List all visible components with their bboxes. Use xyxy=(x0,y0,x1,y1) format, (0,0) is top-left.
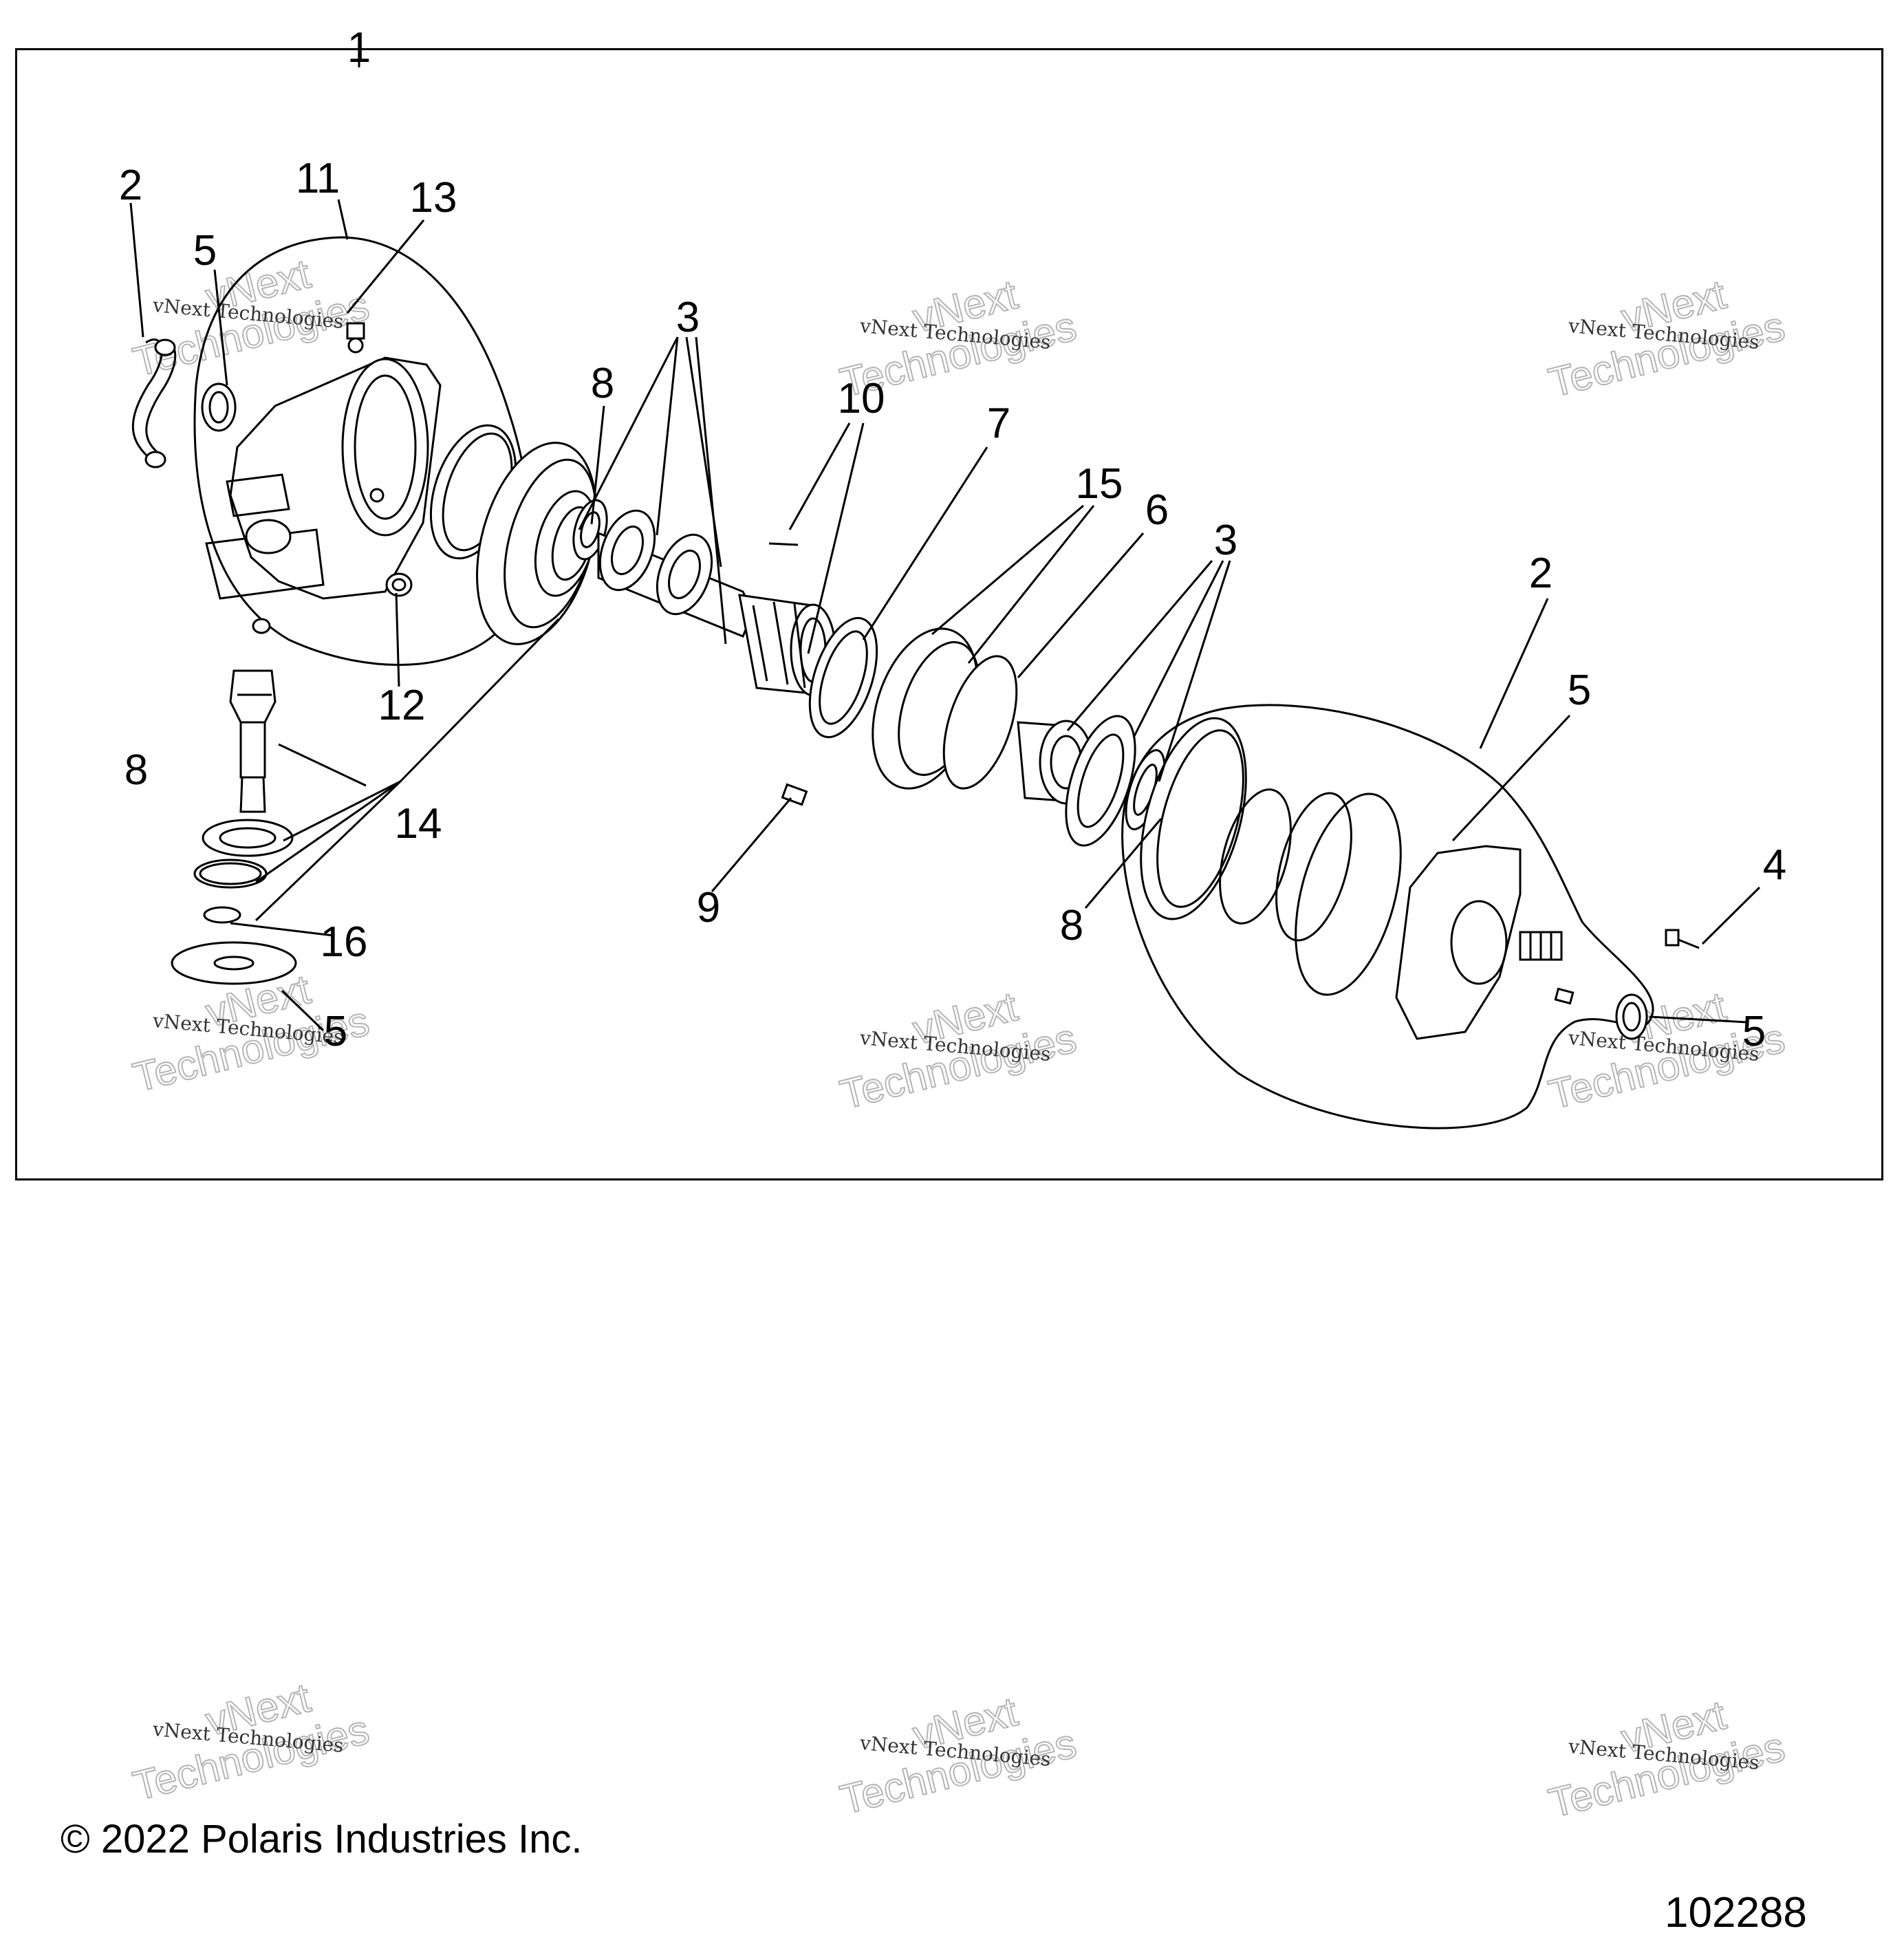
leader-line xyxy=(590,405,605,525)
leader-line xyxy=(931,504,1084,636)
leader-line xyxy=(862,446,988,640)
assembly-group-outline-right xyxy=(1121,704,1654,1130)
leader-line xyxy=(283,780,401,842)
leader-line xyxy=(281,989,325,1032)
output-shaft-part xyxy=(597,509,755,638)
shim-ring-part xyxy=(193,859,268,889)
leader-line xyxy=(656,336,679,536)
leader-line xyxy=(1158,560,1231,782)
pinion-shaft-part xyxy=(229,618,277,813)
callout-15: 15 xyxy=(1076,460,1123,508)
drain-plug-part xyxy=(385,572,413,597)
leader-line xyxy=(337,199,349,240)
screw-part xyxy=(1665,929,1700,949)
leader-lines xyxy=(129,48,1761,1032)
diagram-frame xyxy=(15,48,1883,1180)
document-number: 102288 xyxy=(1665,1889,1807,1936)
leader-line xyxy=(255,780,402,922)
leader-line xyxy=(1701,886,1761,945)
callout-5: 5 xyxy=(1568,667,1591,714)
leader-line xyxy=(1017,532,1145,678)
callout-16: 16 xyxy=(321,918,368,966)
leader-line xyxy=(129,202,144,338)
callout-8: 8 xyxy=(591,360,614,407)
seal-right-part xyxy=(1615,993,1648,1040)
clutch-hub-part xyxy=(1017,715,1166,847)
gearcase-cover-part xyxy=(1395,845,1575,1040)
copyright-text: © 2022 Polaris Industries Inc. xyxy=(61,1817,583,1862)
leader-line xyxy=(1479,598,1549,749)
callout-2: 2 xyxy=(119,162,142,209)
assembly-group-outline-left xyxy=(193,236,531,666)
leader-line xyxy=(788,422,851,530)
leader-line xyxy=(1451,714,1571,842)
callout-2: 2 xyxy=(1529,550,1553,597)
leader-line xyxy=(399,618,560,783)
leader-line xyxy=(1649,1015,1748,1024)
leader-line xyxy=(1132,560,1224,738)
callout-14: 14 xyxy=(395,800,442,848)
callout-3: 3 xyxy=(1214,517,1237,564)
callout-13: 13 xyxy=(410,174,457,222)
leader-line xyxy=(255,780,401,883)
armature-plate-part xyxy=(872,627,1018,790)
callout-10: 10 xyxy=(838,375,885,422)
breather-fitting-part xyxy=(346,322,365,354)
leader-line xyxy=(213,269,228,386)
friction-plate-part xyxy=(808,616,878,739)
leader-line xyxy=(278,743,367,787)
leader-line xyxy=(1066,560,1213,731)
leader-line xyxy=(395,592,400,687)
callout-9: 9 xyxy=(697,884,720,931)
cover-seal-rings-part xyxy=(1140,717,1402,996)
callout-1: 1 xyxy=(347,24,371,72)
snap-ring-part xyxy=(203,906,241,924)
leader-line xyxy=(1084,818,1162,909)
callout-11: 11 xyxy=(296,155,340,202)
callout-12: 12 xyxy=(378,682,426,729)
leader-line xyxy=(711,797,792,892)
seal-upper-left-part xyxy=(201,382,237,432)
leader-line xyxy=(346,219,425,314)
callout-6: 6 xyxy=(1145,486,1169,534)
seal-lower-part xyxy=(171,941,297,985)
callout-3: 3 xyxy=(676,294,700,341)
callout-5: 5 xyxy=(193,227,217,274)
leader-line xyxy=(695,336,727,645)
vent-hose-part xyxy=(131,338,177,468)
callout-8: 8 xyxy=(125,746,148,794)
callout-8: 8 xyxy=(1060,902,1083,949)
gearcase-housing-part xyxy=(205,356,442,600)
leader-line xyxy=(807,422,865,654)
leader-line xyxy=(967,505,1095,664)
callout-5: 5 xyxy=(1742,1008,1766,1055)
leader-line xyxy=(578,336,679,530)
leader-line xyxy=(230,922,334,937)
callout-5: 5 xyxy=(324,1008,347,1055)
pinion-bearing-part xyxy=(202,819,294,857)
callout-4: 4 xyxy=(1763,841,1786,889)
callout-7: 7 xyxy=(987,400,1010,447)
